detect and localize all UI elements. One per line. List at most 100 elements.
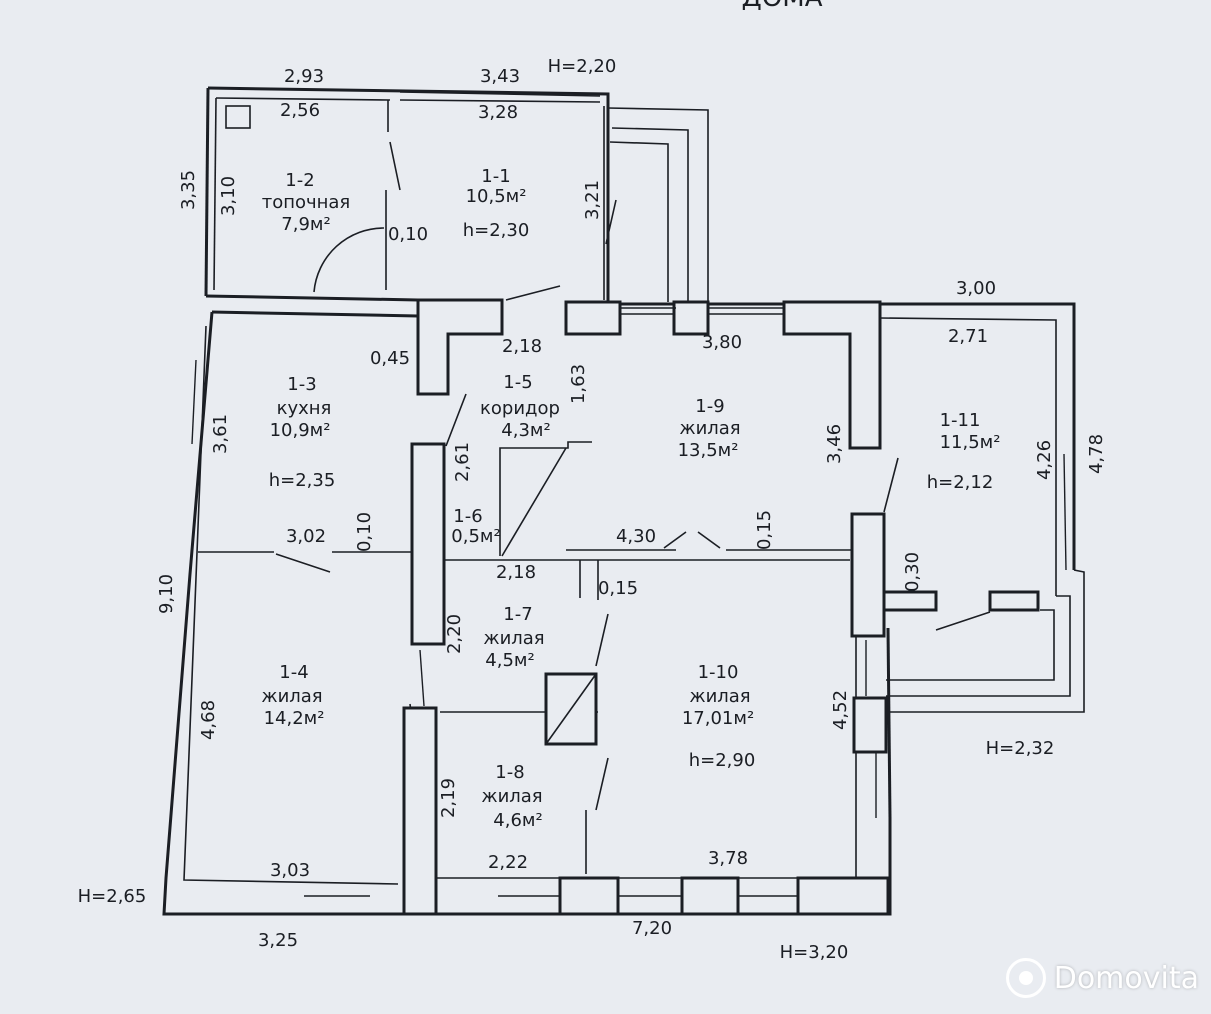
dimensions: 2,93 3,43 2,56 3,28 3,35 3,10 0,10 3,21 … [156,66,1107,951]
stove-pier [782,300,882,450]
room-1-6: 1-6 0,5м² [451,506,500,547]
dimension-label: 0,30 [902,552,923,592]
svg-text:14,2м²: 14,2м² [264,708,325,729]
door-leaf [445,393,467,447]
dimension-label: 7,20 [632,918,672,939]
door-leaf [935,611,991,631]
svg-text:жилая: жилая [679,418,740,439]
svg-text:0,5м²: 0,5м² [451,526,500,547]
watermark-text: Domovita [1053,960,1199,996]
boiler-icon [225,105,251,129]
svg-text:1-6: 1-6 [453,506,482,527]
svg-text:7,9м²: 7,9м² [281,214,330,235]
svg-text:жилая: жилая [689,686,750,707]
svg-text:1-3: 1-3 [287,374,316,395]
svg-text:1-7: 1-7 [503,604,532,625]
svg-text:h=2,35: h=2,35 [269,470,336,491]
doors [275,141,991,811]
dimension-label: 2,20 [444,614,465,654]
room-1-9: 1-9 жилая 13,5м² [678,396,741,461]
pier [564,300,622,336]
dimension-label: 0,10 [354,512,375,552]
svg-text:кухня: кухня [277,398,332,419]
svg-text:13,5м²: 13,5м² [678,440,739,461]
dimension-label: 3,61 [210,414,231,454]
room-1-11: 1-11 11,5м² h=2,12 [927,410,1001,493]
svg-text:жилая: жилая [481,786,542,807]
domovita-logo-icon [1005,958,1046,998]
dimension-label: 4,68 [198,700,219,740]
dimension-label: 9,10 [156,574,177,614]
svg-text:топочная: топочная [262,192,351,213]
dimension-label: 2,93 [284,66,324,87]
door-swing [313,227,385,293]
door-leaf [605,199,617,245]
dimension-label: 3,02 [286,526,326,547]
stove-wall [850,512,886,638]
svg-text:4,5м²: 4,5м² [485,650,534,671]
dimension-label: 3,46 [824,424,845,464]
watermark: Domovita [1005,958,1199,998]
height-note-left: H=2,65 [78,886,147,907]
dimension-label: 2,71 [948,326,988,347]
svg-text:11,5м²: 11,5м² [940,432,1001,453]
svg-text:1-10: 1-10 [698,662,739,683]
room-1-2: 1-2 топочная 7,9м² [262,170,351,235]
svg-text:h=2,90: h=2,90 [689,750,756,771]
pier [796,876,890,916]
door-leaf [389,141,401,191]
door-leaf [663,531,687,549]
door-leaf [697,531,721,549]
dimension-label: 0,15 [754,510,775,550]
svg-text:4,3м²: 4,3м² [501,420,550,441]
pier [558,876,620,916]
room-1-10: 1-10 жилая 17,01м² h=2,90 [682,662,755,771]
room-1-1: 1-1 10,5м² h=2,30 [463,166,530,241]
dimension-label: 3,35 [178,170,199,210]
svg-text:10,9м²: 10,9м² [270,420,331,441]
room-1-5: 1-5 коридор 4,3м² [480,372,560,441]
room-1-7: 1-7 жилая 4,5м² [483,604,544,671]
svg-text:коридор: коридор [480,398,560,419]
dimension-label: 2,18 [496,562,536,583]
room-1-4: 1-4 жилая 14,2м² [261,662,324,729]
dimension-label: 3,00 [956,278,996,299]
dimension-label: 4,78 [1086,434,1107,474]
svg-text:жилая: жилая [483,628,544,649]
stove [988,590,1040,612]
dimension-label: 0,10 [388,224,428,245]
stove [882,590,938,612]
header-fragment: ДОМА [742,0,823,13]
svg-text:4,6м²: 4,6м² [493,810,542,831]
height-note-bottom: H=3,20 [780,942,849,963]
dimension-label: 2,61 [452,442,473,482]
dimension-label: 4,30 [616,526,656,547]
pier [680,876,740,916]
room-1-3: 1-3 кухня 10,9м² h=2,35 [269,374,336,491]
svg-text:1-1: 1-1 [481,166,510,187]
door-leaf [595,757,609,811]
svg-text:10,5м²: 10,5м² [466,186,527,207]
svg-text:1-8: 1-8 [495,762,524,783]
pier [852,696,888,754]
height-note-right: H=2,32 [986,738,1055,759]
svg-text:17,01м²: 17,01м² [682,708,754,729]
svg-text:h=2,12: h=2,12 [927,472,994,493]
svg-text:1-11: 1-11 [940,410,981,431]
dimension-label: 2,56 [280,100,320,121]
svg-text:1-2: 1-2 [285,170,314,191]
dimension-label: 3,43 [480,66,520,87]
svg-text:1-9: 1-9 [695,396,724,417]
svg-text:1-4: 1-4 [279,662,308,683]
pier [672,300,710,336]
room-1-8: 1-8 жилая 4,6м² [481,762,542,831]
stove-diagonal [545,673,597,745]
stove-wall [410,442,446,646]
dimension-label: 0,15 [598,578,638,599]
dimension-label: 3,28 [478,102,518,123]
door-leaf [275,553,331,573]
dimension-label: 2,18 [502,336,542,357]
dimension-label: 3,21 [582,180,603,220]
svg-text:жилая: жилая [261,686,322,707]
